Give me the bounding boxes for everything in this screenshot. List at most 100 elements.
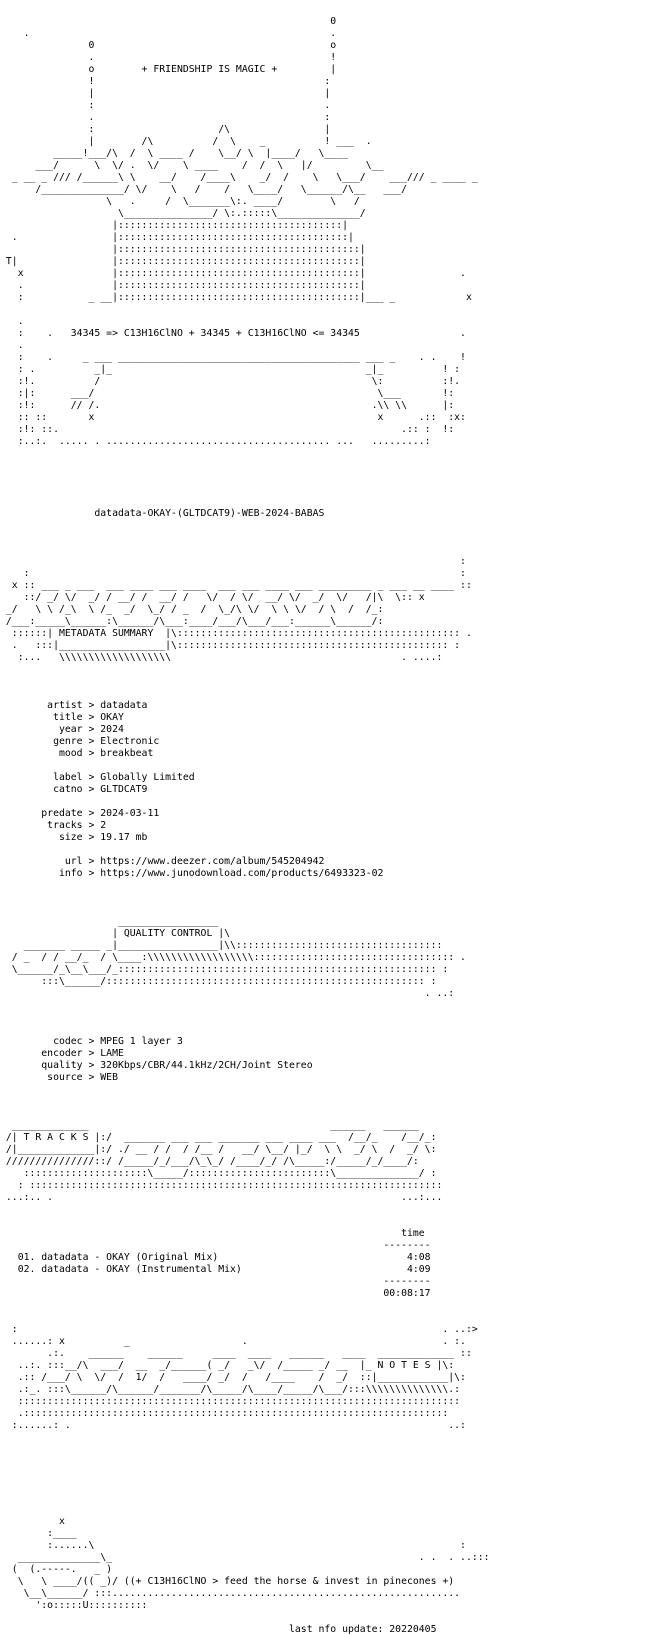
nfo-line: . ..: — [0, 988, 455, 999]
nfo-line — [0, 448, 648, 460]
nfo-line: mood > breakbeat — [0, 748, 154, 759]
nfo-line: predate > 2024-03-11 — [0, 808, 160, 819]
nfo-line: . — [0, 340, 24, 351]
nfo-line — [0, 664, 648, 676]
nfo-line — [0, 520, 648, 532]
nfo-line — [0, 496, 648, 508]
nfo-line: encoder > LAME — [0, 1048, 124, 1059]
nfo-line — [0, 796, 648, 808]
nfo-line — [0, 544, 648, 556]
nfo-line: : . 34345 => C13H16ClNO + 34345 + C13H16… — [0, 328, 466, 339]
nfo-line: x :: ___ _ ___ ___ ____ ___ ____ ___ ___… — [0, 580, 472, 591]
nfo-line: -------- — [0, 1276, 431, 1287]
nfo-line — [0, 1468, 648, 1480]
nfo-line — [0, 1084, 648, 1096]
nfo-line: . . — [0, 28, 337, 39]
nfo-line: last nfo update: 20220405 — [0, 1624, 437, 1635]
nfo-line: o + FRIENDSHIP IS MAGIC + | — [0, 64, 337, 75]
nfo-line: :____ — [0, 1528, 77, 1539]
nfo-line: x |:::::::::::::::::::::::::::::::::::::… — [0, 268, 466, 279]
nfo-line — [0, 484, 648, 496]
nfo-line — [0, 1480, 648, 1492]
nfo-line: | /\ / \ _ ! ___ . — [0, 136, 372, 147]
nfo-line — [0, 1504, 648, 1516]
nfo-document: 0 . . 0 o . ! o + FR — [0, 4, 648, 1636]
nfo-line: ':o:::::U:::::::::: — [0, 1600, 148, 1611]
nfo-line — [0, 844, 648, 856]
nfo-line: 01. datadata - OKAY (Original Mix) 4:08 — [0, 1252, 431, 1263]
nfo-line — [0, 1012, 648, 1024]
nfo-line — [0, 892, 648, 904]
nfo-line: ( (.-----. _ ) — [0, 1564, 113, 1575]
nfo-line: .:. ______ ______ ____ ____ ______ ____ … — [0, 1348, 472, 1359]
nfo-line: :......\ : — [0, 1540, 466, 1551]
nfo-line: /______________/ \/ \ / / \____/ \______… — [0, 184, 407, 195]
nfo-line: ! : — [0, 76, 331, 87]
nfo-line: : ::::::::::::::::::::::::::::::::::::::… — [0, 1180, 443, 1191]
nfo-line: . — [0, 316, 24, 327]
nfo-line: | QUALITY CONTROL |\ — [0, 928, 231, 939]
nfo-line: : : — [0, 568, 466, 579]
nfo-line: .:: /___/ \ \/ / 1/ / ____/ _/ / /____ /… — [0, 1372, 466, 1383]
nfo-line — [0, 1024, 648, 1036]
nfo-line — [0, 688, 648, 700]
nfo-line — [0, 904, 648, 916]
nfo-line: .:::::::::::::::::::::::::::::::::::::::… — [0, 1408, 449, 1419]
nfo-line: | | — [0, 88, 331, 99]
nfo-line — [0, 1000, 648, 1012]
nfo-line — [0, 1432, 648, 1444]
nfo-line: codec > MPEG 1 layer 3 — [0, 1036, 183, 1047]
nfo-line: _____________ ______ ______ — [0, 1120, 419, 1131]
nfo-line: tracks > 2 — [0, 820, 107, 831]
nfo-line: :::\______/:::::::::::::::::::::::::::::… — [0, 976, 437, 987]
nfo-line: year > 2024 — [0, 724, 124, 735]
nfo-line: ..:. :::__/\ ___/ __ _/______( _/ _\/ /_… — [0, 1360, 455, 1371]
nfo-line: source > WEB — [0, 1072, 118, 1083]
nfo-line — [0, 1456, 648, 1468]
nfo-line: artist > datadata — [0, 700, 148, 711]
nfo-line: : _ __|:::::::::::::::::::::::::::::::::… — [0, 292, 472, 303]
nfo-line: /|_____________|:/ ./ __ / / / /__ / __/… — [0, 1144, 437, 1155]
nfo-line: genre > Electronic — [0, 736, 160, 747]
nfo-line: ___/ \ \/ . \/ \ ____ / / \ |/ \__ — [0, 160, 384, 171]
nfo-line: 00:08:17 — [0, 1288, 431, 1299]
nfo-line: 0 o — [0, 40, 337, 51]
nfo-line: -------- — [0, 1240, 431, 1251]
nfo-line: size > 19.17 mb — [0, 832, 148, 843]
nfo-line: datadata-OKAY-(GLTDCAT9)-WEB-2024-BABAS — [0, 508, 325, 519]
nfo-line: :!: ::. .:: : !: — [0, 424, 455, 435]
nfo-line: . :::|__________________|\::::::::::::::… — [0, 640, 461, 651]
nfo-line: 0 — [0, 16, 337, 27]
nfo-line: : . _ ___ ______________________________… — [0, 352, 466, 363]
nfo-line: .:_. :::\______/\______/_______/\_____/\… — [0, 1384, 461, 1395]
nfo-line: ......: x _ . . :. — [0, 1336, 466, 1347]
nfo-line: :::::::::::::::::::::\_____/::::::::::::… — [0, 1168, 437, 1179]
nfo-line: \ . / \_______\:. ____/ \ / — [0, 196, 360, 207]
nfo-line: \_______________/ \:.:::::\_____________… — [0, 208, 366, 219]
nfo-line — [0, 1204, 648, 1216]
nfo-line: /___:_____\______:\______/\___:____/___/… — [0, 616, 384, 627]
nfo-line: /| T R A C K S |:/ _______ ___ ___ _____… — [0, 1132, 437, 1143]
nfo-line — [0, 1300, 648, 1312]
nfo-line — [0, 472, 648, 484]
nfo-line: . |:::::::::::::::::::::::::::::::::::::… — [0, 232, 354, 243]
nfo-line: info > https://www.junodownload.com/prod… — [0, 868, 384, 879]
nfo-line: :|: ___/ \___ !: — [0, 388, 455, 399]
nfo-line: ::/ _/ \/ _/ / __/ / __/ / \/ / \/ __/ \… — [0, 592, 425, 603]
nfo-line: . ! — [0, 52, 337, 63]
nfo-line: . |:::::::::::::::::::::::::::::::::::::… — [0, 280, 366, 291]
nfo-line: : . ..:> — [0, 1324, 478, 1335]
nfo-line — [0, 304, 648, 316]
nfo-line: :!: // /. .\\ \\ |: — [0, 400, 455, 411]
nfo-line: \__\______/ :::.........................… — [0, 1588, 461, 1599]
nfo-line — [0, 532, 648, 544]
nfo-line: : . — [0, 100, 331, 111]
nfo-line: _/ \ \ /_\ \ /_ _/ \_/ / _ / \_/\ \/ \ \… — [0, 604, 384, 615]
nfo-line: T| |::::::::::::::::::::::::::::::::::::… — [0, 256, 366, 267]
nfo-line: : — [0, 556, 466, 567]
nfo-line: time — [0, 1228, 425, 1239]
nfo-line — [0, 1312, 648, 1324]
nfo-line — [0, 880, 648, 892]
nfo-line: _____!___/\ / \ ____ / \__/ \ |____/ \__… — [0, 148, 348, 159]
nfo-line: ______________\_ . . . ..::: — [0, 1552, 490, 1563]
